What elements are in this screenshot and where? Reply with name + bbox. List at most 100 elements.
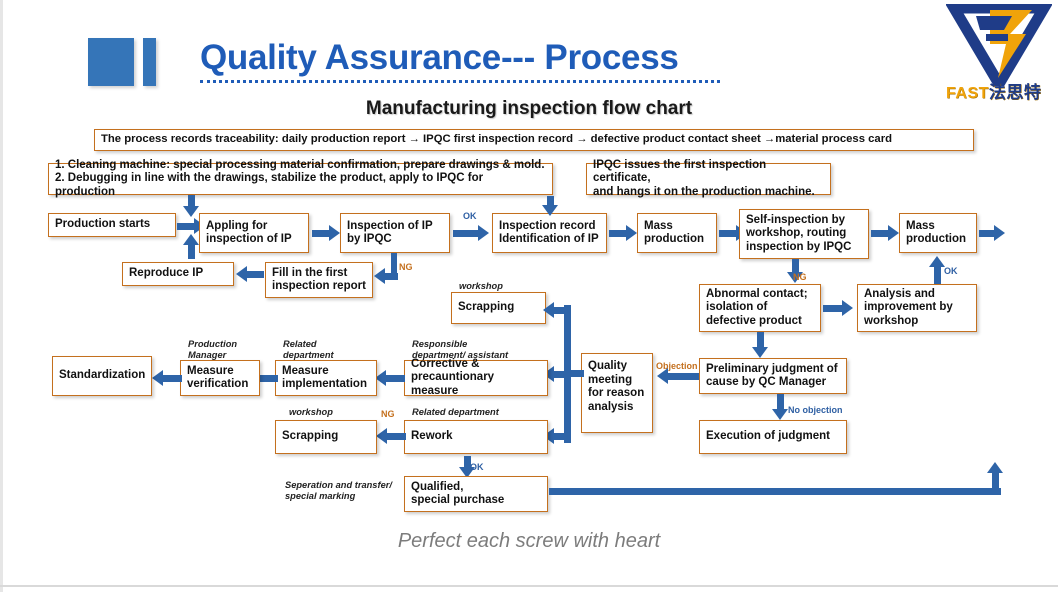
arrow-up-from-reproduce	[183, 234, 199, 259]
box-qualified-label: Qualified, special purchase	[411, 480, 505, 507]
arrow-objection-to-quality-meeting	[657, 368, 699, 384]
arrow-abnormal-to-analysis	[823, 300, 853, 316]
arrow-down-to-junction-1	[183, 195, 199, 217]
box-scrapping-top: Scrapping	[451, 292, 546, 324]
arrow-down-into-record	[542, 196, 558, 216]
traceability-note-text: The process records traceability: daily …	[101, 133, 892, 146]
box-self-inspection-label: Self-inspection by workshop, routing ins…	[746, 213, 852, 253]
box-production-starts-label: Production starts	[55, 218, 151, 231]
edge-label-no-objection: No objection	[788, 405, 843, 415]
box-fill-first-report-label: Fill in the first inspection report	[272, 266, 366, 293]
caption-separation-transfer: Seperation and transfer/ special marking	[285, 480, 392, 501]
arrow-return-path-up	[987, 462, 1003, 495]
box-corrective-measure: Corrective & precauntionary measure	[404, 357, 548, 397]
box-corrective-measure-label: Corrective & precauntionary measure	[411, 357, 495, 397]
logo-brand-cn: 法思特	[988, 83, 1042, 102]
edge-label-ok-3: OK	[470, 462, 484, 472]
logo-wordmark: FAST法思特	[946, 78, 1054, 102]
ipqc-note-box: IPQC issues the first inspection certifi…	[586, 159, 831, 198]
box-inspection-of-ip-by-ipqc-label: Inspection of IP by IPQC	[347, 219, 433, 246]
logo-brand-en: FAST	[946, 85, 989, 102]
box-inspection-of-ip-by-ipqc: Inspection of IP by IPQC	[340, 213, 450, 253]
box-execution-judgment-label: Execution of judgment	[706, 430, 830, 443]
arrow-preliminary-to-execution	[772, 394, 788, 420]
box-abnormal-contact-label: Abnormal contact; isolation of defective…	[706, 287, 808, 327]
arrow-self-inspection-ng-down	[787, 259, 803, 283]
page-title: Quality Assurance--- Process	[200, 38, 720, 83]
ipqc-note-text: IPQC issues the first inspection certifi…	[593, 158, 815, 198]
box-standardization: Standardization	[52, 356, 152, 396]
box-measure-verification-label: Measure verification	[187, 364, 249, 391]
box-mass-production-1-label: Mass production	[644, 219, 705, 246]
box-rework-label: Rework	[411, 430, 453, 443]
cleaning-note-text: 1. Cleaning machine: special processing …	[55, 158, 545, 198]
edge-label-ng-1: NG	[399, 262, 413, 272]
box-inspection-record-label: Inspection record Identification of IP	[499, 219, 599, 246]
box-self-inspection: Self-inspection by workshop, routing ins…	[739, 209, 869, 259]
box-mass-production-2-label: Mass production	[906, 219, 967, 246]
box-qualified: Qualified, special purchase	[404, 476, 548, 512]
box-execution-judgment: Execution of judgment	[699, 420, 847, 454]
box-preliminary-judgment-label: Preliminary judgment of cause by QC Mana…	[706, 362, 838, 389]
box-appling-inspection: Appling for inspection of IP	[199, 213, 309, 253]
arrow-fill-to-reproduce	[236, 266, 264, 282]
arrow-self-inspection-to-mass2	[871, 225, 899, 241]
quality-meeting-stub	[564, 370, 584, 377]
ng-elbow-vertical-1	[391, 253, 397, 275]
arrow-trunk-to-corrective	[543, 366, 569, 382]
footer-slogan: Perfect each screw with heart	[397, 530, 661, 552]
box-standardization-label: Standardization	[59, 369, 146, 382]
left-edge-rule	[0, 0, 3, 592]
accent-block-large	[88, 38, 134, 86]
edge-label-ok-2: OK	[944, 266, 958, 276]
traceability-note-box: The process records traceability: daily …	[94, 129, 974, 151]
box-mass-production-1: Mass production	[637, 213, 717, 253]
bottom-rule	[0, 585, 1058, 587]
edge-label-ok-1: OK	[463, 211, 477, 221]
edge-label-ng-3: NG	[381, 409, 395, 419]
box-scrapping-bottom-label: Scrapping	[282, 430, 339, 443]
box-quality-meeting-label: Quality meeting for reason analysis	[588, 360, 645, 413]
edge-label-objection: Objection	[656, 361, 698, 371]
arrow-rework-to-scrapping-bottom	[376, 428, 406, 444]
box-measure-implementation-label: Measure implementation	[282, 364, 367, 391]
arrow-corrective-to-implementation	[375, 370, 405, 386]
caption-related-dept-mid: Related department	[283, 339, 334, 360]
return-path-horizontal	[549, 488, 1001, 495]
edge-label-ng-2: NG	[793, 272, 807, 282]
arrow-ipqc-to-record	[453, 225, 489, 241]
box-analysis-improvement-label: Analysis and improvement by workshop	[864, 287, 953, 327]
box-analysis-improvement: Analysis and improvement by workshop	[857, 284, 977, 332]
cleaning-note-box: 1. Cleaning machine: special processing …	[48, 159, 553, 198]
box-quality-meeting: Quality meeting for reason analysis	[581, 353, 653, 433]
box-preliminary-judgment: Preliminary judgment of cause by QC Mana…	[699, 358, 847, 394]
arrow-trunk-to-rework	[543, 428, 569, 444]
arrow-rework-ok-down	[459, 456, 475, 478]
box-appling-inspection-label: Appling for inspection of IP	[206, 219, 292, 246]
box-measure-verification: Measure verification	[180, 360, 260, 396]
caption-workshop-bottom: workshop	[289, 407, 333, 417]
box-abnormal-contact: Abnormal contact; isolation of defective…	[699, 284, 821, 332]
box-rework: Rework	[404, 420, 548, 454]
box-production-starts: Production starts	[48, 213, 176, 237]
box-inspection-record: Inspection record Identification of IP	[492, 213, 607, 253]
arrow-ng-to-fill-report	[374, 268, 398, 284]
box-scrapping-bottom: Scrapping	[275, 420, 377, 454]
arrow-verification-to-standardization	[152, 370, 182, 386]
box-scrapping-top-label: Scrapping	[458, 301, 515, 314]
box-measure-implementation: Measure implementation	[275, 360, 377, 396]
arrow-mass2-out	[979, 225, 1005, 241]
arrow-analysis-to-mass2-ok	[929, 256, 945, 284]
page-subtitle: Manufacturing inspection flow chart	[365, 98, 693, 119]
box-fill-first-report: Fill in the first inspection report	[265, 262, 373, 298]
caption-responsible-dept: Responsible department/ assistant	[412, 339, 509, 360]
caption-related-dept-rework: Related department	[412, 407, 499, 417]
box-reproduce-ip: Reproduce IP	[122, 262, 234, 286]
arrow-abnormal-to-preliminary	[752, 332, 768, 358]
arrow-record-to-mass1	[609, 225, 637, 241]
box-mass-production-2: Mass production	[899, 213, 977, 253]
accent-block-small	[143, 38, 156, 86]
caption-workshop-top: workshop	[459, 281, 503, 291]
fast-logo-icon	[944, 2, 1054, 100]
